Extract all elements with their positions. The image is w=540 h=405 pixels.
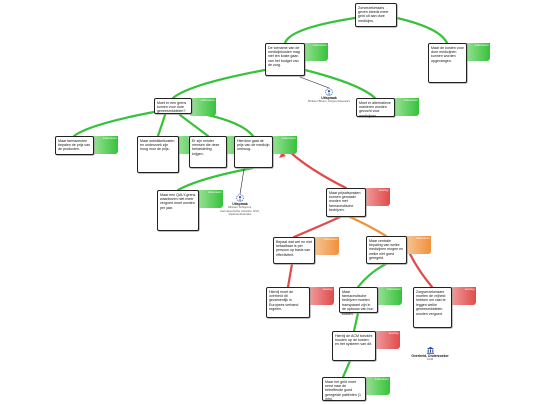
person-icon — [236, 194, 244, 202]
connector-line — [239, 168, 245, 195]
connector-line — [176, 166, 255, 192]
tag-europees: weerlegt — [308, 287, 334, 305]
node-grens[interactable]: Moet er een grens komen voor dure genees… — [154, 98, 192, 114]
connector-line — [352, 311, 360, 333]
node-prijs[interactable]: Hierdoor gaat de prijs van de medicijn o… — [234, 136, 273, 168]
tag-budget: ondersteunt — [302, 43, 328, 61]
node-root[interactable]: Zorverzekeraars geven steeds meer geld u… — [355, 3, 397, 27]
argument-connectors — [72, 16, 449, 379]
connector-line — [408, 252, 434, 289]
statement-marker-1-source: Minister Bruins, Zorgverzekeraars — [308, 99, 350, 104]
node-alternatief[interactable]: Moet er alternatieve manieren worden gez… — [356, 98, 395, 118]
node-europees[interactable]: Hierbij moet de overheid dit gezamenlijk… — [266, 287, 310, 318]
connector-line — [156, 113, 167, 138]
organization-marker-title: Overheid, Onderzoeker — [411, 354, 449, 358]
statement-marker-1[interactable]: Uitspraak Minister Bruins, Zorgverzekera… — [307, 88, 351, 104]
building-icon — [426, 346, 434, 354]
statement-marker-2-source: Minister Schippers, Farmaceutische Indus… — [220, 205, 260, 217]
connector-line — [299, 76, 330, 89]
node-farma[interactable]: Maar farmaceuten bepalen de prijs van de… — [55, 136, 94, 155]
tag-kosten-rechts: ondersteunt — [464, 43, 490, 61]
tag-prijs: ondersteunt — [271, 136, 297, 154]
node-centraal[interactable]: Maar centrale bepaling van welke medicij… — [366, 236, 407, 264]
connector-line — [286, 262, 294, 289]
node-qaly[interactable]: Maar een QALY-grens waarboven niet meer … — [157, 190, 199, 231]
node-bottom[interactable]: Maar het geld moet eerst naar de betreff… — [322, 377, 366, 401]
connector-line — [292, 215, 342, 239]
arrow-head-icon — [279, 152, 286, 158]
node-acm[interactable]: Hierbij de ACM toezicht houden op de kos… — [332, 331, 376, 361]
connector-line — [283, 16, 357, 45]
node-budget[interactable]: De toename van de medicijnkosten mag nie… — [265, 43, 305, 76]
tag-bottom: ondersteunt — [364, 377, 390, 395]
connector-line — [72, 110, 156, 138]
statement-marker-2-title: Uitspraak — [232, 202, 248, 206]
tag-grens: ondersteunt — [190, 98, 216, 116]
node-onderzoek[interactable]: Maar ontwikkelkosten en onderzoek zijn h… — [137, 136, 179, 173]
statement-marker-2[interactable]: Uitspraak Minister Schippers, Farmaceuti… — [218, 194, 262, 217]
tag-transparantie: ondersteunt — [376, 287, 402, 305]
connector-line — [178, 113, 210, 138]
connector-line — [303, 68, 377, 100]
organization-marker-source: ACM — [426, 357, 434, 362]
node-kosten-rechts[interactable]: Maar de kosten voor dure medicijnen kunn… — [428, 43, 467, 83]
node-betaalbaar[interactable]: Bepaal wat wel en niet betaalbaar is per… — [273, 237, 315, 264]
person-icon — [325, 88, 333, 96]
connector-line — [356, 262, 388, 289]
tag-farma: ondersteunt — [92, 136, 118, 154]
tag-zorgverz: weerlegt — [450, 287, 476, 305]
tag-centraal: ondersteunt — [405, 236, 431, 254]
node-zorgverz[interactable]: Zorgverzekeraars moeten de vrijheid hebb… — [413, 287, 452, 328]
connector-line — [395, 16, 449, 45]
connector-line — [280, 147, 348, 190]
connector-line — [348, 215, 388, 238]
tag-qaly: ondersteunt — [197, 190, 223, 208]
node-transparantie[interactable]: Maar farmaceutische bedrijven moeten tra… — [339, 287, 378, 316]
tag-betaalbaar: ondersteunt — [313, 237, 339, 255]
connector-line — [171, 68, 267, 100]
node-minder[interactable]: Er zijn minder mensen die deze behandeli… — [189, 136, 227, 168]
connector-line — [341, 359, 352, 379]
tag-acm: weerlegt — [374, 331, 400, 349]
tag-alternatief: ondersteunt — [393, 98, 419, 116]
statement-marker-1-title: Uitspraak — [321, 96, 337, 100]
tag-prijsafspraken: weerlegt — [364, 188, 390, 206]
node-prijsafspraken[interactable]: Maar prijsafspraken kunnen gemaakt worde… — [326, 188, 366, 217]
organization-marker[interactable]: Overheid, Onderzoeker ACM — [409, 346, 451, 362]
